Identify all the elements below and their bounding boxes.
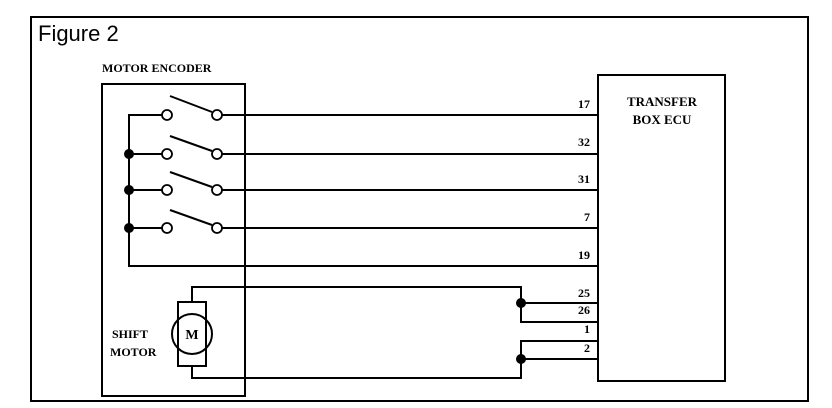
pin-label-26: 26 — [578, 303, 590, 317]
figure-title: Figure 2 — [38, 21, 119, 46]
pin-label-17: 17 — [578, 97, 590, 111]
motor-encoder-label: MOTOR ENCODER — [102, 61, 212, 75]
ecu-label-line2: BOX ECU — [633, 112, 692, 127]
ecu-label-line1: TRANSFER — [627, 94, 698, 109]
pin-label-2: 2 — [584, 341, 590, 355]
encoder-switch-1 — [161, 95, 223, 121]
pin-label-19: 19 — [578, 248, 590, 262]
motor-encoder-box — [101, 83, 246, 397]
encoder-common-bus — [124, 114, 598, 267]
encoder-switch-2 — [161, 135, 223, 160]
shift-motor-label-line1: SHIFT — [112, 327, 148, 341]
figure-frame — [30, 16, 809, 402]
motor-wiring — [191, 286, 598, 379]
encoder-switch-4 — [161, 209, 223, 234]
pin-label-31: 31 — [578, 172, 590, 186]
shift-motor-label-line2: MOTOR — [110, 345, 157, 359]
pin-label-1: 1 — [584, 322, 590, 336]
pin-label-7: 7 — [584, 210, 590, 224]
pin-label-32: 32 — [578, 135, 590, 149]
encoder-switch-3 — [161, 171, 223, 196]
pin-label-25: 25 — [578, 286, 590, 300]
motor-symbol: M — [185, 328, 198, 343]
